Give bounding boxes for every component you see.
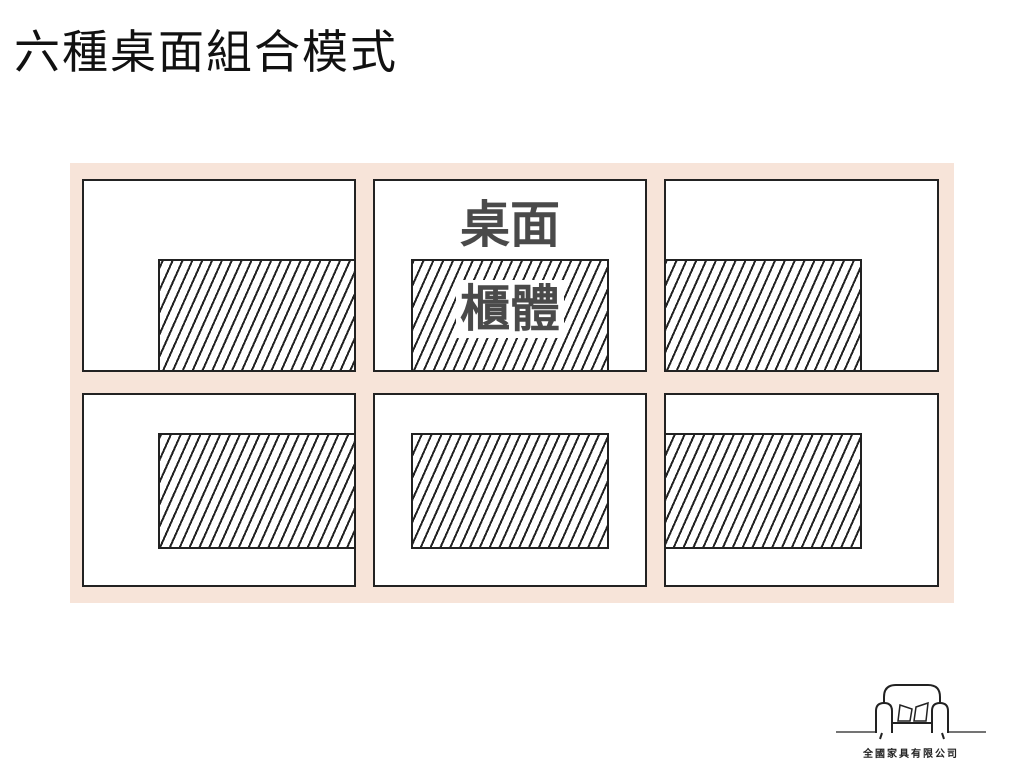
brand-name: 全國家具有限公司 [863, 749, 959, 760]
combination-cell-1 [82, 179, 356, 372]
cabinet-block [158, 433, 354, 549]
combination-cell-3 [664, 179, 939, 372]
combination-cell-5 [373, 393, 647, 587]
page-title: 六種桌面組合模式 [14, 25, 398, 79]
cabinet-body-label-text: 櫃體 [456, 280, 564, 338]
desk-combination-diagram: 桌面 櫃體 [70, 163, 954, 603]
combination-cell-6 [664, 393, 939, 587]
cabinet-block [158, 259, 354, 370]
combination-cell-2: 桌面 櫃體 [373, 179, 647, 372]
cabinet-body-label: 櫃體 [375, 279, 645, 339]
combination-cell-4 [82, 393, 356, 587]
cabinet-block [666, 433, 862, 549]
sofa-icon [836, 684, 986, 740]
cabinet-block [411, 433, 609, 549]
desktop-label: 桌面 [460, 196, 560, 254]
cabinet-block [666, 259, 862, 370]
